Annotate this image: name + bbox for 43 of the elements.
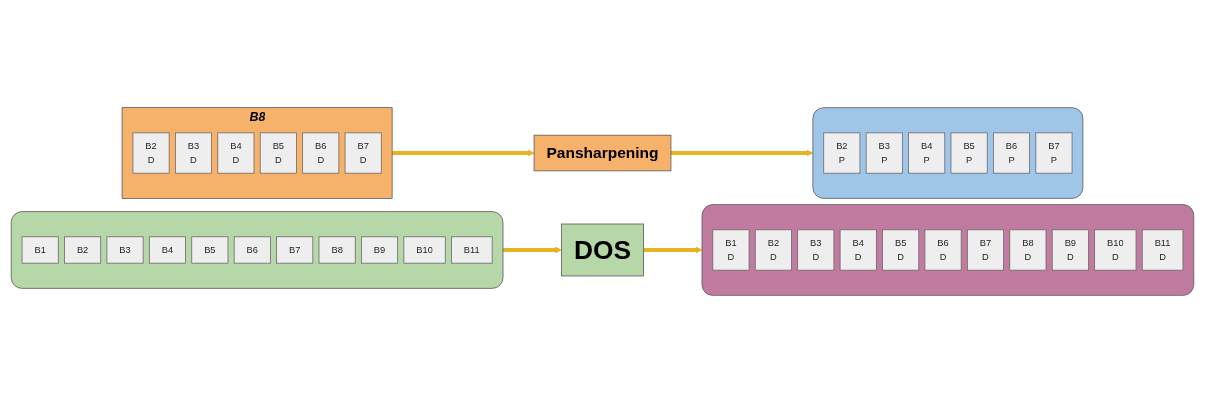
cluster [701, 204, 1195, 296]
arrow [643, 246, 703, 254]
node-box: B8 [318, 236, 356, 264]
cluster [10, 211, 504, 289]
node-box: B2 P [823, 132, 861, 174]
node-box: B4 D [217, 132, 255, 174]
node-box: B6 [233, 236, 271, 264]
node-box: B9 [361, 236, 399, 264]
arrow [392, 149, 535, 157]
node-box: B7 D [967, 229, 1004, 271]
cluster [812, 107, 1084, 199]
node-box: B3 D [175, 132, 212, 174]
node-box: B1 D [712, 229, 750, 271]
node-box: B6 D [302, 132, 340, 174]
node-box: B11 D [1141, 229, 1184, 271]
node-box: B11 [451, 236, 493, 264]
node-box: B1 [21, 236, 59, 264]
node-box: B5 D [882, 229, 920, 271]
node-box: B5 D [259, 132, 297, 174]
arrow [503, 246, 562, 254]
node-box: B4 [148, 236, 186, 264]
node-box: B9 D [1051, 229, 1089, 271]
node-box: B10 [403, 236, 446, 264]
arrow [670, 149, 814, 157]
node-box: B2 [64, 236, 102, 264]
node-box: B7 D [344, 132, 382, 174]
node-box: B10 D [1094, 229, 1137, 271]
node-box: B3 D [797, 229, 835, 271]
node-box: B3 [106, 236, 144, 264]
node-box: B2 D [132, 132, 170, 174]
node-box: B5 P [950, 132, 988, 174]
node-box: Pansharpening [533, 134, 672, 172]
node-box: B6 D [924, 229, 962, 271]
node-box: DOS [561, 223, 644, 277]
node-box: B5 [191, 236, 229, 264]
node-box: B7 [276, 236, 314, 264]
node-box: B2 D [754, 229, 792, 271]
node-box: B7 P [1035, 132, 1073, 174]
node-box: B4 D [839, 229, 877, 271]
node-box: B4 P [908, 132, 946, 174]
node-box: B6 P [993, 132, 1031, 174]
node-box: B8 D [1009, 229, 1047, 271]
node-box: B3 P [865, 132, 903, 174]
